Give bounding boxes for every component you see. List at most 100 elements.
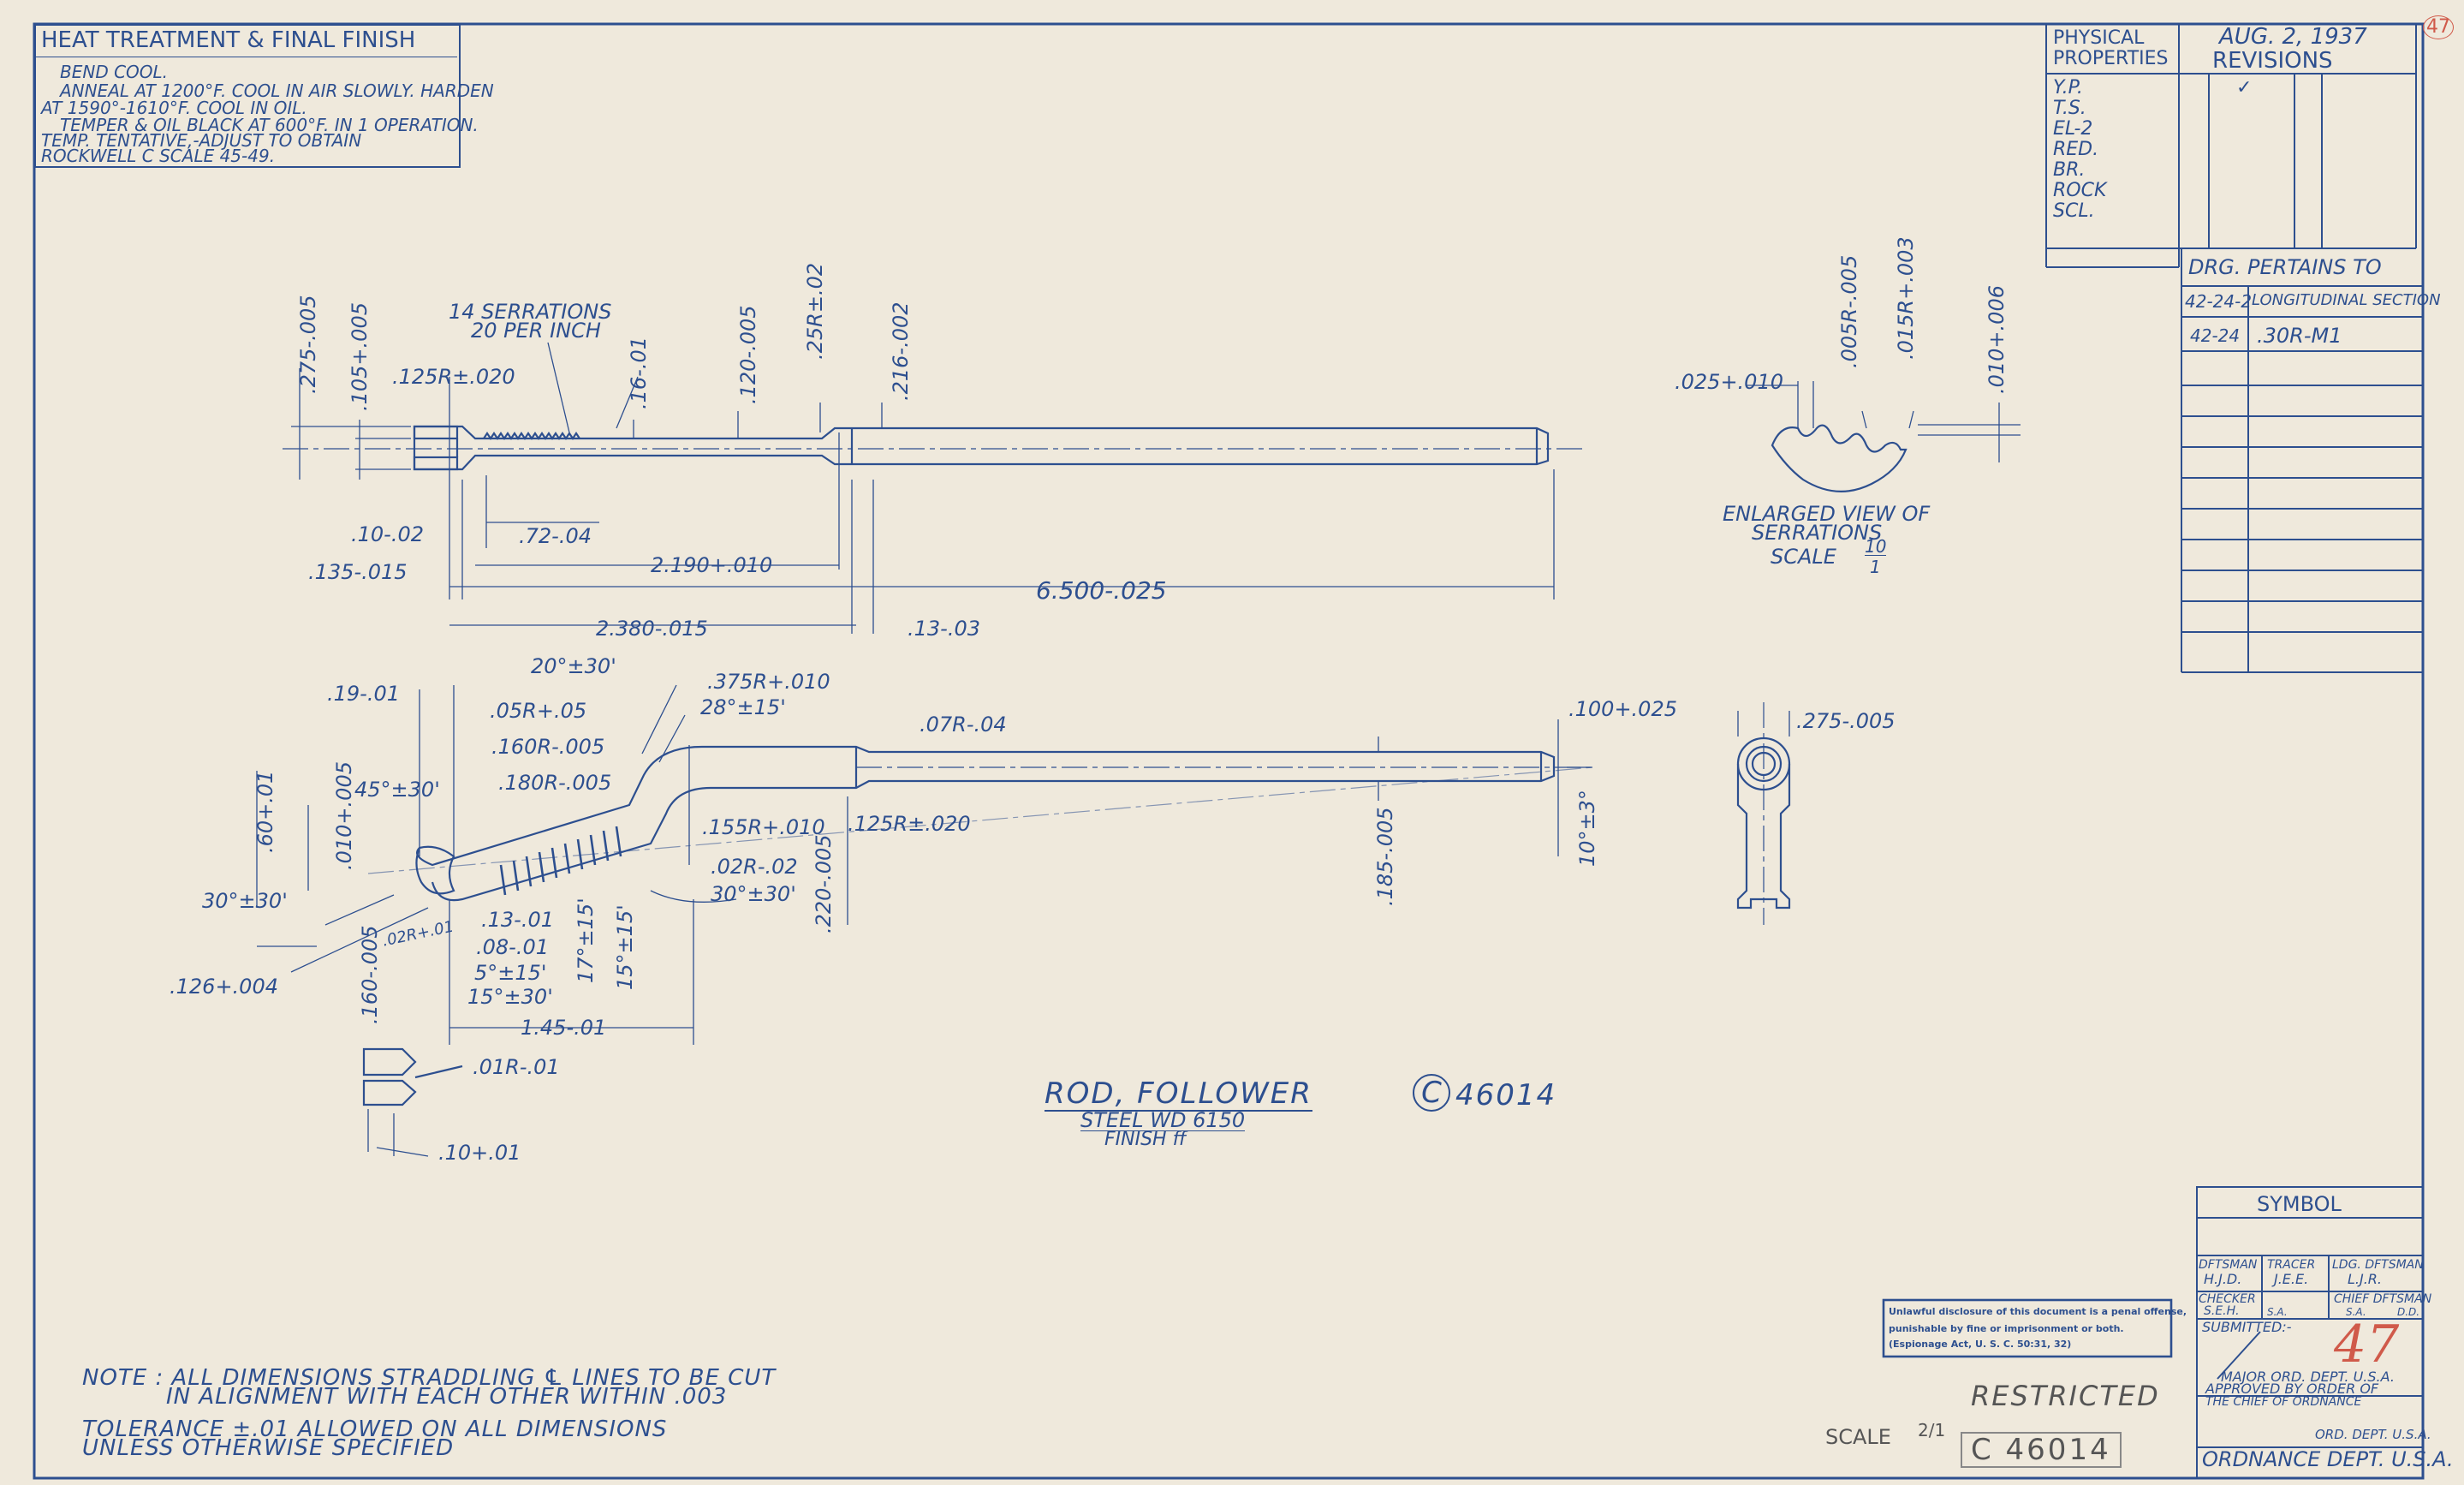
- sig-tracer-label: TRACER: [2267, 1258, 2316, 1272]
- sig-checker-label: CHECKER: [2199, 1292, 2256, 1306]
- sig-ldg-value: L.J.R.: [2348, 1271, 2383, 1287]
- serrations-caption: SERRATIONS: [1752, 521, 1883, 545]
- serrations-scale-numerator: 10: [1865, 536, 1887, 557]
- dim-side-a30b: 30°±30': [711, 882, 796, 906]
- heat-treatment-line: TEMPER & OIL BLACK AT 600°F. IN 1 OPERAT…: [60, 115, 479, 135]
- dim-top-216: .216-.002: [889, 301, 913, 401]
- dim-side-r125: .125R±.020: [848, 812, 971, 836]
- heat-treatment-line: AT 1590°-1610°F. COOL IN OIL.: [41, 98, 307, 118]
- sig-chief-label: CHIEF DFTSMAN: [2334, 1292, 2432, 1306]
- dim-top-120: .120-.005: [736, 305, 760, 404]
- dim-side-13: .13-.01: [481, 908, 554, 932]
- part-material: STEEL WD 6150: [1080, 1108, 1246, 1132]
- sig-ldg-label: LDG. DFTSMAN: [2332, 1258, 2424, 1272]
- dim-serr-r005: .005R-.005: [1837, 254, 1861, 368]
- sig-dftsman-label: DFTSMAN: [2199, 1258, 2258, 1272]
- drawing-number-prefix: C: [1413, 1074, 1450, 1112]
- dim-side-r180: .180R-.005: [498, 771, 612, 795]
- revisions-title: REVISIONS: [2212, 48, 2333, 74]
- pertains-title: DRG. PERTAINS TO: [2188, 255, 2382, 279]
- physical-property-row: Y.P.: [2053, 77, 2083, 98]
- dim-side-a30a: 30°±30': [202, 889, 288, 913]
- note-line: IN ALIGNMENT WITH EACH OTHER WITHIN .003: [166, 1384, 728, 1410]
- dim-side-010: .010+.005: [332, 761, 356, 870]
- dim-top-2190: 2.190+.010: [651, 553, 773, 577]
- dim-side-220: .220-.005: [812, 834, 836, 933]
- sig-checker-value: S.E.H.: [2204, 1304, 2240, 1318]
- sig-major-label: MAJOR ORD. DEPT. U.S.A.: [2221, 1369, 2395, 1385]
- detail-fork-tip: [362, 1047, 463, 1157]
- dim-top-6500: 6.500-.025: [1036, 576, 1167, 605]
- dim-top-105: .105+.005: [348, 302, 372, 411]
- sig-red-number: 47: [2334, 1315, 2400, 1375]
- dim-top-r125: .125R±.020: [392, 365, 515, 389]
- dim-side-a10: 10°±3°: [1575, 790, 1599, 867]
- dim-side-r05: .05R+.05: [490, 699, 587, 723]
- dim-side-r01: .01R-.01: [473, 1055, 560, 1079]
- dim-side-a15: 15°±30': [467, 985, 553, 1009]
- dim-end-275: .275-.005: [1796, 709, 1896, 733]
- scale-label: SCALE: [1825, 1425, 1891, 1449]
- dim-side-160: .160-.005: [358, 925, 382, 1024]
- dim-side-a28: 28°±15': [700, 695, 786, 719]
- physical-property-row: BR.: [2053, 159, 2086, 181]
- serrations-scale-denominator: 1: [1870, 557, 1881, 577]
- dim-top-16: .16-.01: [627, 337, 651, 409]
- dim-side-126: .126+.004: [170, 975, 278, 999]
- physical-properties-header: PROPERTIES: [2053, 48, 2169, 69]
- revision-check-mark: ✓: [2236, 77, 2253, 98]
- dim-side-r155: .155R+.010: [702, 815, 825, 839]
- stamp-line: (Espionage Act, U. S. C. 50:31, 32): [1889, 1339, 2072, 1350]
- dim-side-185: .185-.005: [1373, 807, 1397, 906]
- sig-chief-value: S.A.: [2346, 1306, 2366, 1318]
- dim-side-a15b: 15°±15': [613, 904, 637, 990]
- sig-tracer-value: J.E.E.: [2274, 1271, 2309, 1287]
- drawing-number: 46014: [1455, 1078, 1557, 1112]
- part-name: ROD, FOLLOWER: [1045, 1076, 1312, 1112]
- sig-approved-label: APPROVED BY ORDER OF: [2205, 1381, 2379, 1397]
- physical-property-row: EL-2: [2053, 118, 2093, 140]
- sig-submitted-label: SUBMITTED:-: [2202, 1319, 2292, 1335]
- dim-side-r375: .375R+.010: [707, 670, 830, 694]
- dim-top-2380: 2.380-.015: [596, 617, 708, 641]
- dim-side-r02: .02R-.02: [711, 855, 798, 879]
- dim-top-72: .72-.04: [519, 524, 592, 548]
- dim-side-19: .19-.01: [327, 682, 400, 706]
- pertains-description: LONGITUDINAL SECTION: [2252, 291, 2441, 309]
- note-line: NOTE : ALL DIMENSIONS STRADDLING ℄ LINES…: [82, 1365, 777, 1391]
- dim-side-10: .10+.01: [438, 1141, 521, 1165]
- dim-top-135: .135-.015: [308, 560, 408, 584]
- pertains-number: 42-24-2: [2185, 291, 2253, 312]
- dim-side-a20: 20°±30': [531, 654, 616, 678]
- dim-top-r25: .25R±.02: [803, 262, 827, 360]
- part-finish: FINISH ff: [1104, 1129, 1187, 1150]
- serrations-scale-label: SCALE: [1771, 545, 1836, 569]
- physical-property-row: RED.: [2053, 139, 2099, 160]
- dim-side-100: .100+.025: [1568, 697, 1677, 721]
- dim-side-r07: .07R-.04: [920, 713, 1007, 737]
- dim-side-60: .60+.01: [253, 770, 277, 853]
- bottom-drawing-number: C 46014: [1961, 1432, 2122, 1468]
- sig-ordnance-dept-label: ORDNANCE DEPT. U.S.A.: [2202, 1447, 2454, 1471]
- physical-properties-header: PHYSICAL: [2053, 27, 2145, 49]
- revision-date: AUG. 2, 1937: [2219, 24, 2367, 50]
- dim-serr-025: .025+.010: [1675, 370, 1783, 394]
- dim-serr-r015: .015R+.003: [1894, 236, 1918, 360]
- heat-treatment-line: BEND COOL.: [60, 62, 169, 82]
- scale-value: 2/1: [1918, 1420, 1946, 1440]
- sig-ord-dept-label: ORD. DEPT. U.S.A.: [2315, 1427, 2431, 1442]
- symbol-label: SYMBOL: [2257, 1192, 2342, 1216]
- sig-sa-label: S.A.: [2267, 1306, 2288, 1318]
- serrations-enlarged: [1747, 381, 2021, 492]
- pertains-number: 42-24: [2190, 325, 2241, 346]
- note-line: TOLERANCE ±.01 ALLOWED ON ALL DIMENSIONS: [82, 1416, 668, 1442]
- stamp-line: Unlawful disclosure of this document is …: [1889, 1306, 2187, 1317]
- note-line: UNLESS OTHERWISE SPECIFIED: [82, 1435, 455, 1461]
- side-view-rod: [367, 745, 1593, 902]
- heat-treatment-title: HEAT TREATMENT & FINAL FINISH: [41, 27, 416, 53]
- sig-dd-value: D.D.: [2397, 1306, 2420, 1318]
- dim-side-a17: 17°±15': [574, 898, 598, 983]
- stamp-line: punishable by fine or imprisonment or bo…: [1889, 1323, 2124, 1334]
